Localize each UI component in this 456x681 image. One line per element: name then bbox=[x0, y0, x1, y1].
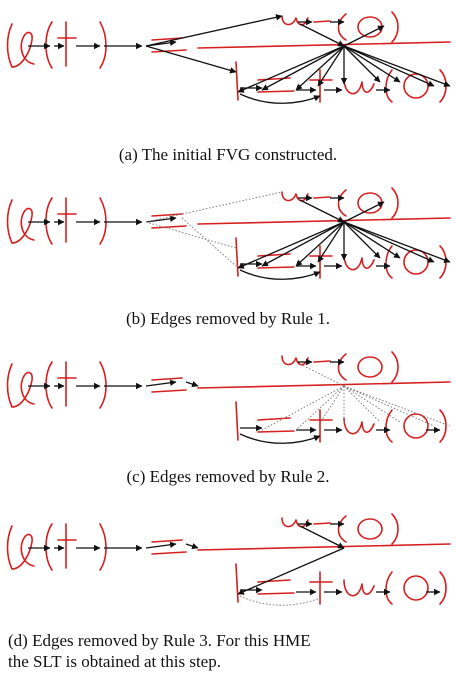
hub-edges-b bbox=[237, 199, 451, 269]
panel-c-graph bbox=[6, 351, 451, 444]
hub-edges-c bbox=[261, 363, 451, 431]
panel-a-caption: (a) The initial FVG constructed. bbox=[118, 145, 338, 164]
panel-d-graph bbox=[6, 513, 451, 606]
panel-d-caption: (d) Edges removed by Rule 3. For this HM… bbox=[8, 630, 448, 672]
panel-d: (d) Edges removed by Rule 3. For this HM… bbox=[0, 502, 456, 671]
panel-c-caption: (c) Edges removed by Rule 2. bbox=[126, 467, 330, 486]
panel-b: (b) Edges removed by Rule 1. bbox=[0, 176, 456, 328]
panel-b-caption: (b) Edges removed by Rule 1. bbox=[126, 309, 330, 328]
panel-a-graph bbox=[6, 11, 451, 104]
panel-d-caption-line2: the SLT is obtained at this step. bbox=[8, 652, 221, 671]
hub-edges-a bbox=[237, 23, 451, 93]
panel-c: (c) Edges removed by Rule 2. bbox=[0, 344, 456, 486]
panel-b-graph bbox=[6, 187, 451, 280]
panel-d-caption-line1: (d) Edges removed by Rule 3. For this HM… bbox=[8, 631, 311, 650]
panel-a: (a) The initial FVG constructed. bbox=[0, 0, 456, 164]
